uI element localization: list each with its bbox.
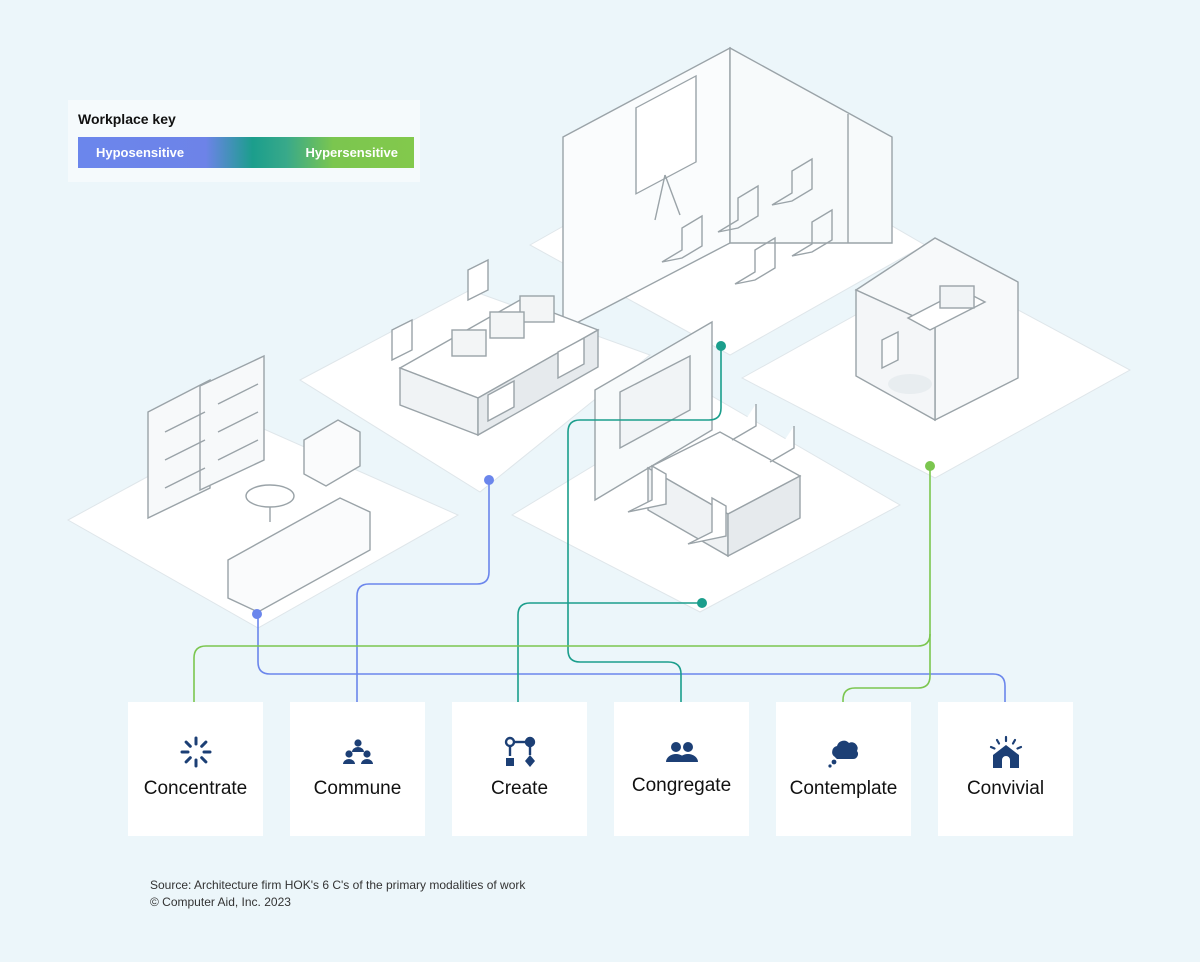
dot-library — [252, 609, 262, 619]
card-convivial: Convivial — [938, 702, 1073, 836]
key-title: Workplace key — [78, 111, 176, 127]
connector-booth-to-contemplate — [842, 634, 931, 706]
booth-chair — [881, 330, 899, 370]
label-convivial: Convivial — [966, 778, 1045, 799]
commune-icon — [342, 739, 373, 764]
label-congregate: Congregate — [631, 775, 732, 796]
card-concentrate: Concentrate — [128, 702, 263, 836]
connector-presentation-to-congregate — [567, 346, 722, 702]
copyright-line: © Computer Aid, Inc. 2023 — [150, 895, 291, 909]
booth-monitor — [939, 285, 975, 309]
connector-desks-to-commune — [356, 480, 490, 702]
label-contemplate: Contemplate — [789, 778, 898, 799]
concentrate-icon — [180, 736, 211, 768]
dot-desks — [484, 475, 494, 485]
desk-cluster — [391, 258, 600, 437]
convivial-icon — [989, 735, 1022, 768]
connector-meeting-to-create — [517, 602, 702, 702]
create-icon — [504, 736, 535, 767]
label-create: Create — [490, 778, 549, 799]
chairs-rows — [661, 157, 833, 285]
side-table — [245, 484, 295, 508]
source-credit: Source: Architecture firm HOK's 6 C's of… — [150, 877, 525, 911]
sensitivity-gradient-bar: Hyposensitive Hypersensitive — [78, 137, 414, 168]
hypersensitive-label: Hypersensitive — [305, 145, 399, 160]
dot-phone-booth — [925, 461, 935, 471]
bookshelf-left — [147, 378, 211, 520]
glass-wall-right — [729, 46, 893, 244]
armchair — [303, 419, 361, 487]
card-contemplate: Contemplate — [776, 702, 911, 836]
workplace-key: Workplace key Hyposensitive Hypersensiti… — [68, 100, 420, 182]
meeting-room — [594, 320, 802, 558]
congregate-icon — [665, 742, 698, 762]
card-create: Create — [452, 702, 587, 836]
label-commune: Commune — [313, 778, 402, 799]
source-line: Source: Architecture firm HOK's 6 C's of… — [150, 878, 526, 892]
connector-dots — [252, 341, 935, 619]
hyposensitive-label: Hyposensitive — [96, 145, 185, 160]
label-concentrate: Concentrate — [143, 778, 248, 799]
presentation-room — [562, 46, 893, 332]
sofa — [227, 497, 371, 613]
tv-screen — [619, 354, 691, 450]
card-commune: Commune — [290, 702, 425, 836]
dot-meeting — [697, 598, 707, 608]
phone-booth — [854, 237, 1019, 422]
contemplate-icon — [827, 740, 858, 768]
dot-presentation — [716, 341, 726, 351]
connector-lines — [193, 346, 1006, 706]
card-congregate: Congregate — [614, 702, 749, 836]
library-lounge — [147, 354, 371, 613]
connector-library-to-convivial — [257, 614, 1006, 702]
